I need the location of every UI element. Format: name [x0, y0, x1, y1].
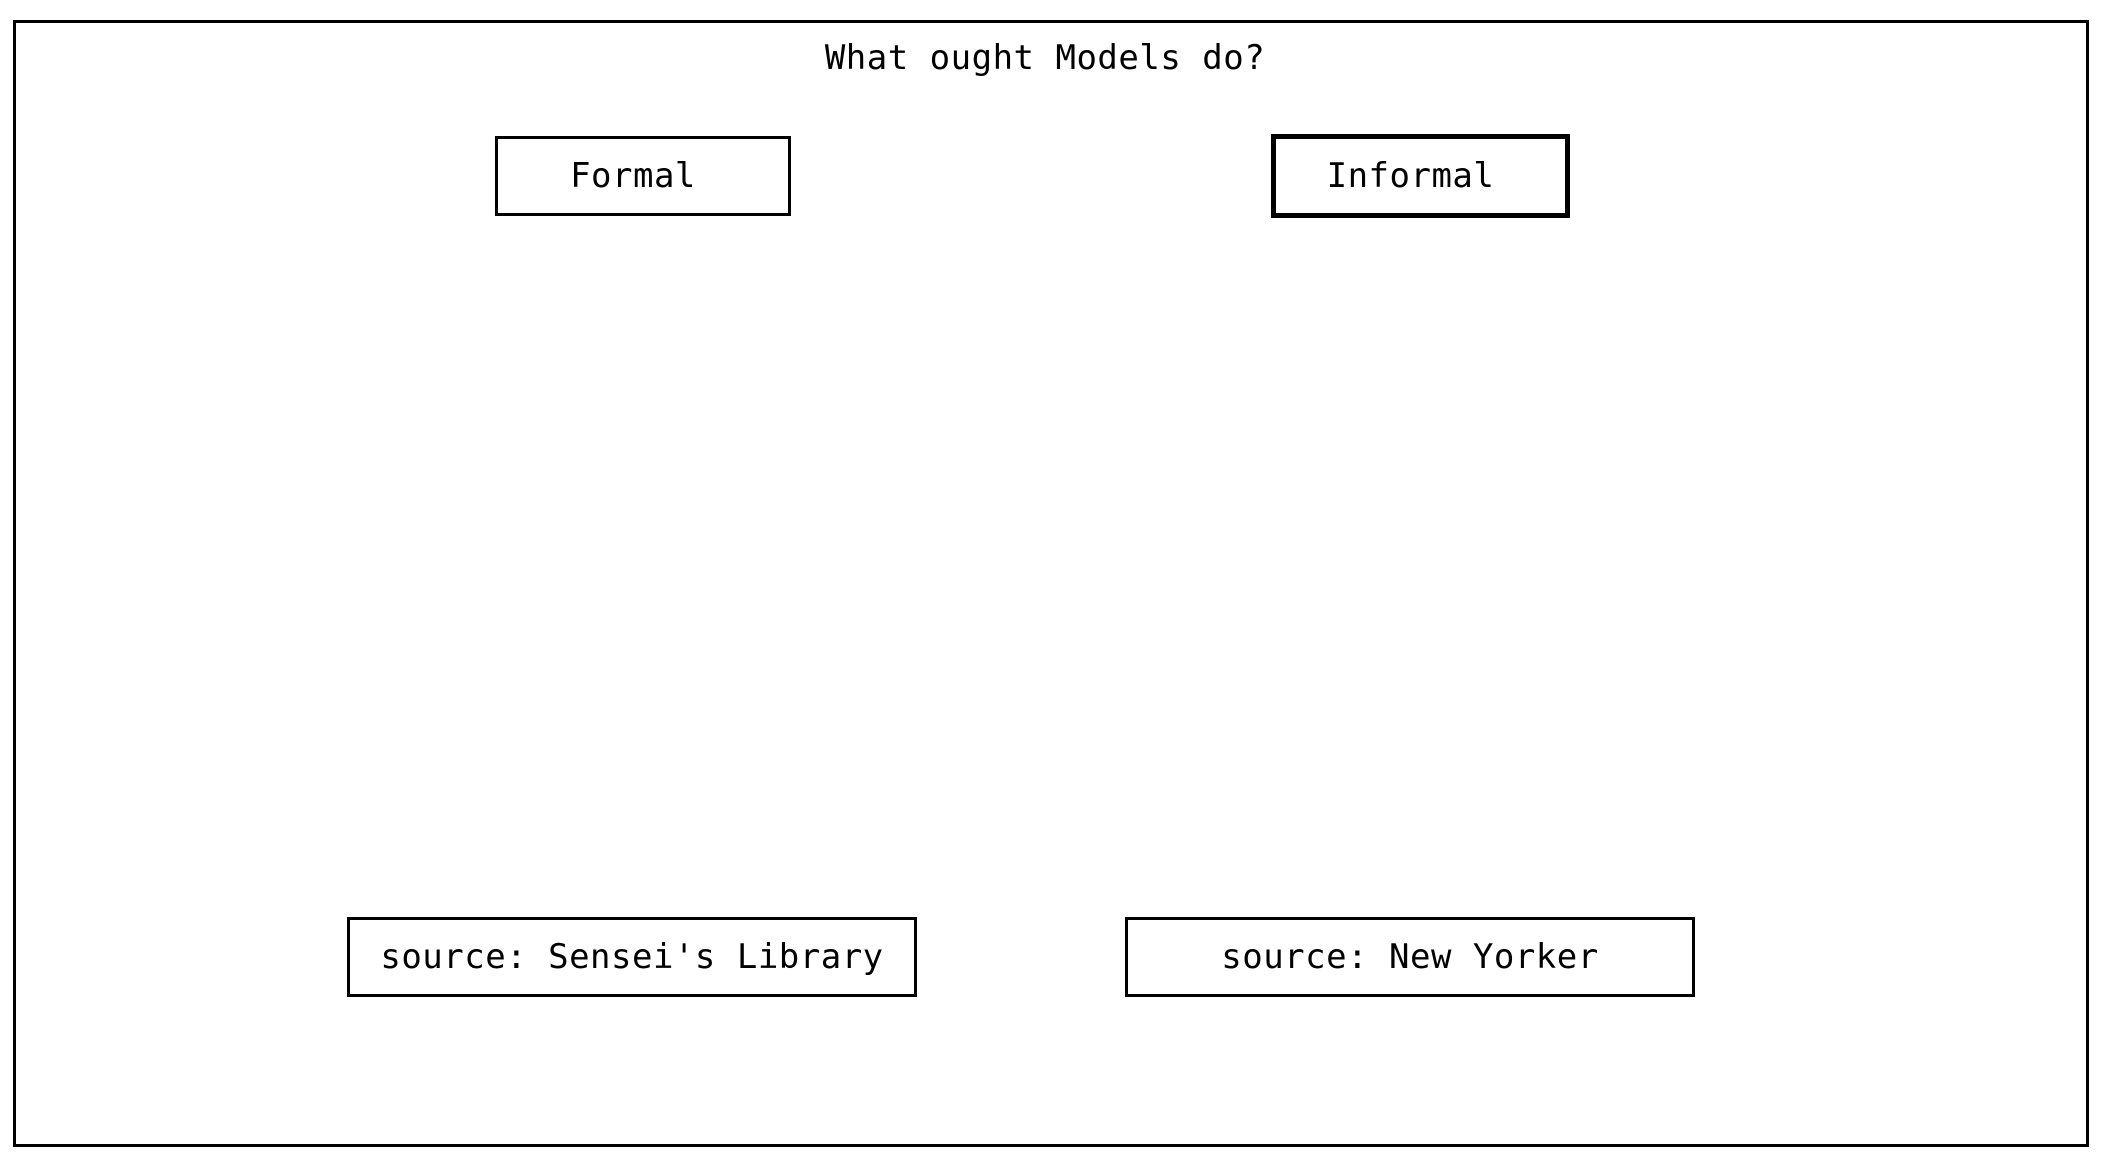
- diagram-frame: [13, 20, 2089, 1147]
- source-sensei-library: source: Sensei's Library: [347, 917, 917, 997]
- formal-node: Formal: [495, 136, 791, 216]
- diagram-title: What ought Models do?: [824, 38, 1266, 78]
- informal-node: Informal: [1271, 134, 1570, 218]
- source-new-yorker: source: New Yorker: [1125, 917, 1695, 997]
